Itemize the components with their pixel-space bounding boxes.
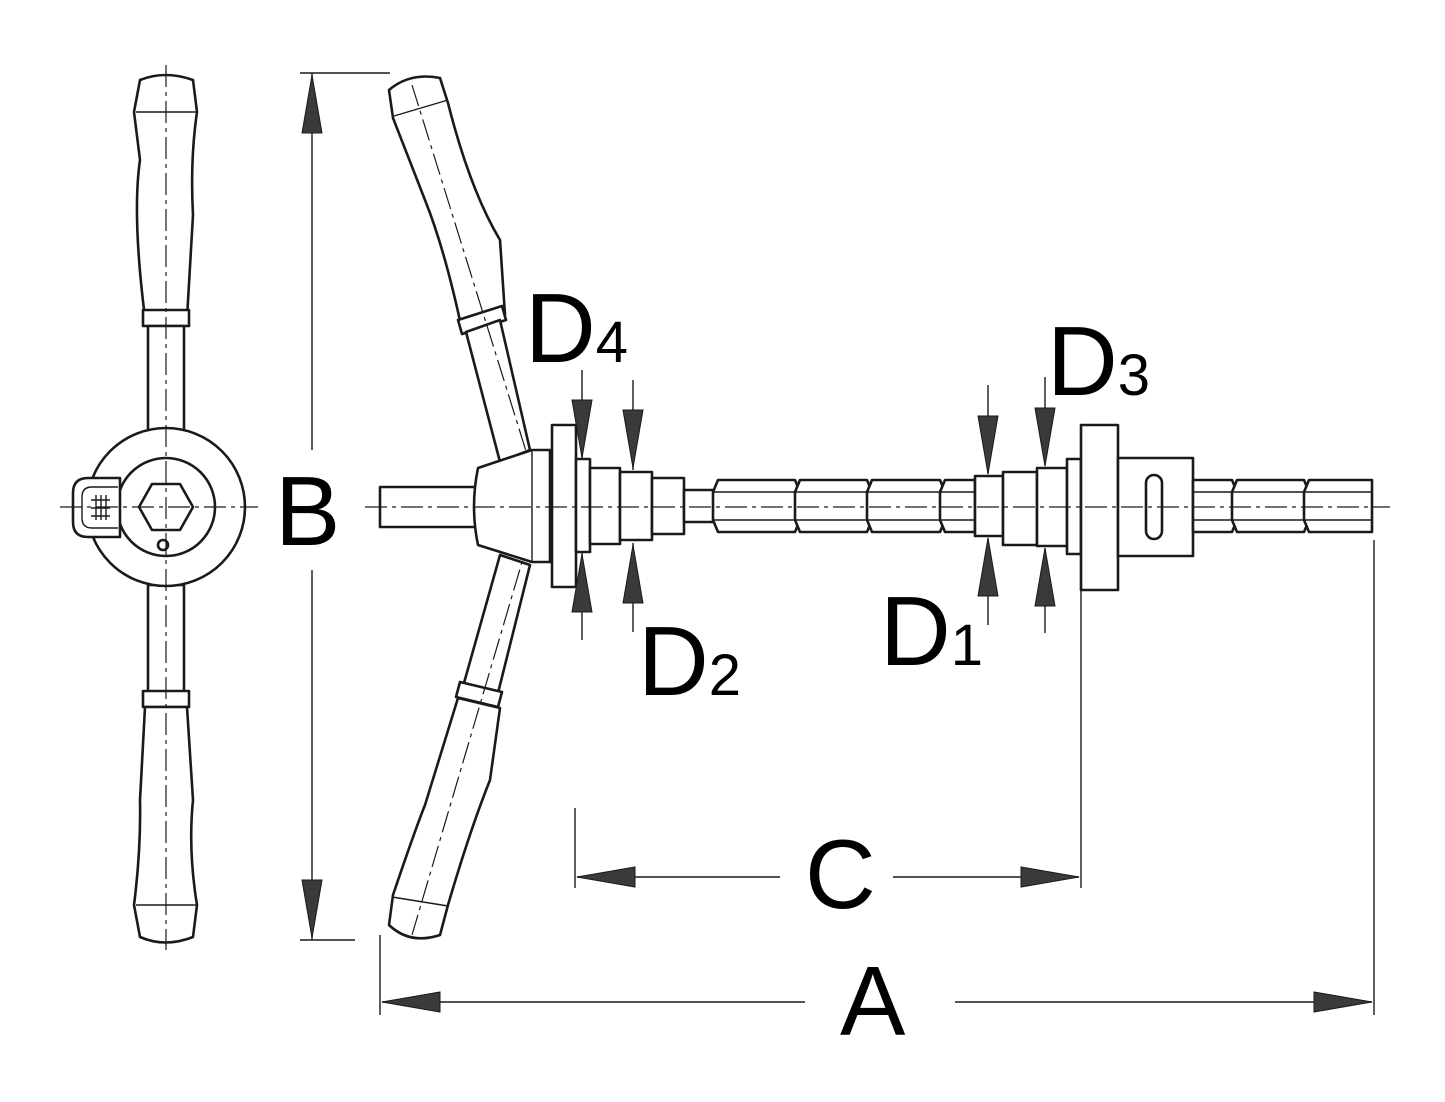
dimension-a xyxy=(379,540,1375,1015)
label-d2-main: D xyxy=(638,606,709,716)
dim-d2-arrow-bottom xyxy=(622,544,644,604)
dim-c-arrow-left xyxy=(576,866,636,888)
dim-a-arrow-left xyxy=(381,991,441,1013)
label-d3-sub: 3 xyxy=(1118,343,1150,408)
dim-b-arrow-bottom xyxy=(301,879,323,939)
label-d1-main: D xyxy=(880,576,951,686)
dim-d4-arrow-bottom xyxy=(571,553,593,613)
dim-b-arrow-top xyxy=(301,74,323,134)
side-view-upper-ferrule xyxy=(456,304,508,336)
dim-d2-arrow-top xyxy=(622,409,644,469)
step-d2-b xyxy=(618,470,654,542)
label-c: C xyxy=(805,819,876,929)
dim-d1-arrow-top xyxy=(977,415,999,475)
label-a: A xyxy=(840,946,906,1056)
step-d1 xyxy=(973,474,1005,538)
dim-c-arrow-right xyxy=(1020,866,1080,888)
side-view-upper-grip xyxy=(387,75,507,332)
dimension-d2 xyxy=(622,380,644,632)
label-d3-main: D xyxy=(1047,306,1118,416)
step-mid xyxy=(1001,470,1039,547)
dim-d1-arrow-bottom xyxy=(977,537,999,597)
side-view-shaft xyxy=(365,423,1390,592)
label-d4-sub: 4 xyxy=(596,310,628,375)
dimension-d4 xyxy=(571,370,593,640)
hex-sections-left xyxy=(711,478,977,534)
side-view-upper-bar xyxy=(464,318,532,464)
dim-d3-arrow-bottom xyxy=(1034,547,1056,607)
side-view-lower-bar xyxy=(462,553,532,695)
step-d2 xyxy=(588,466,622,546)
side-view-handles xyxy=(387,75,536,940)
label-d2-sub: 2 xyxy=(709,643,741,708)
end-view-upper-grip xyxy=(132,73,199,320)
label-d2: D2 xyxy=(638,606,741,716)
label-d4-main: D xyxy=(525,273,596,383)
label-d1: D1 xyxy=(880,576,983,686)
dim-d3-arrow-top xyxy=(1034,407,1056,467)
end-view xyxy=(60,65,258,950)
label-d1-sub: 1 xyxy=(951,613,983,678)
dimension-c xyxy=(574,590,1082,888)
conical-hub xyxy=(472,448,552,564)
end-view-lower-bar xyxy=(146,583,186,695)
hex-sections-right xyxy=(1191,478,1374,534)
dimension-b xyxy=(300,72,390,941)
label-b: B xyxy=(275,456,340,566)
dim-a-arrow-right xyxy=(1313,991,1373,1013)
label-d3: D3 xyxy=(1047,306,1150,416)
side-view-lower-grip xyxy=(387,696,502,940)
step-a xyxy=(650,476,686,536)
flange-d4 xyxy=(550,423,578,589)
label-d4: D4 xyxy=(525,273,628,383)
collar-d4 xyxy=(574,457,592,554)
dimension-d3 xyxy=(1034,377,1056,633)
dimension-d1 xyxy=(977,385,999,625)
dim-d4-arrow-top xyxy=(571,399,593,459)
